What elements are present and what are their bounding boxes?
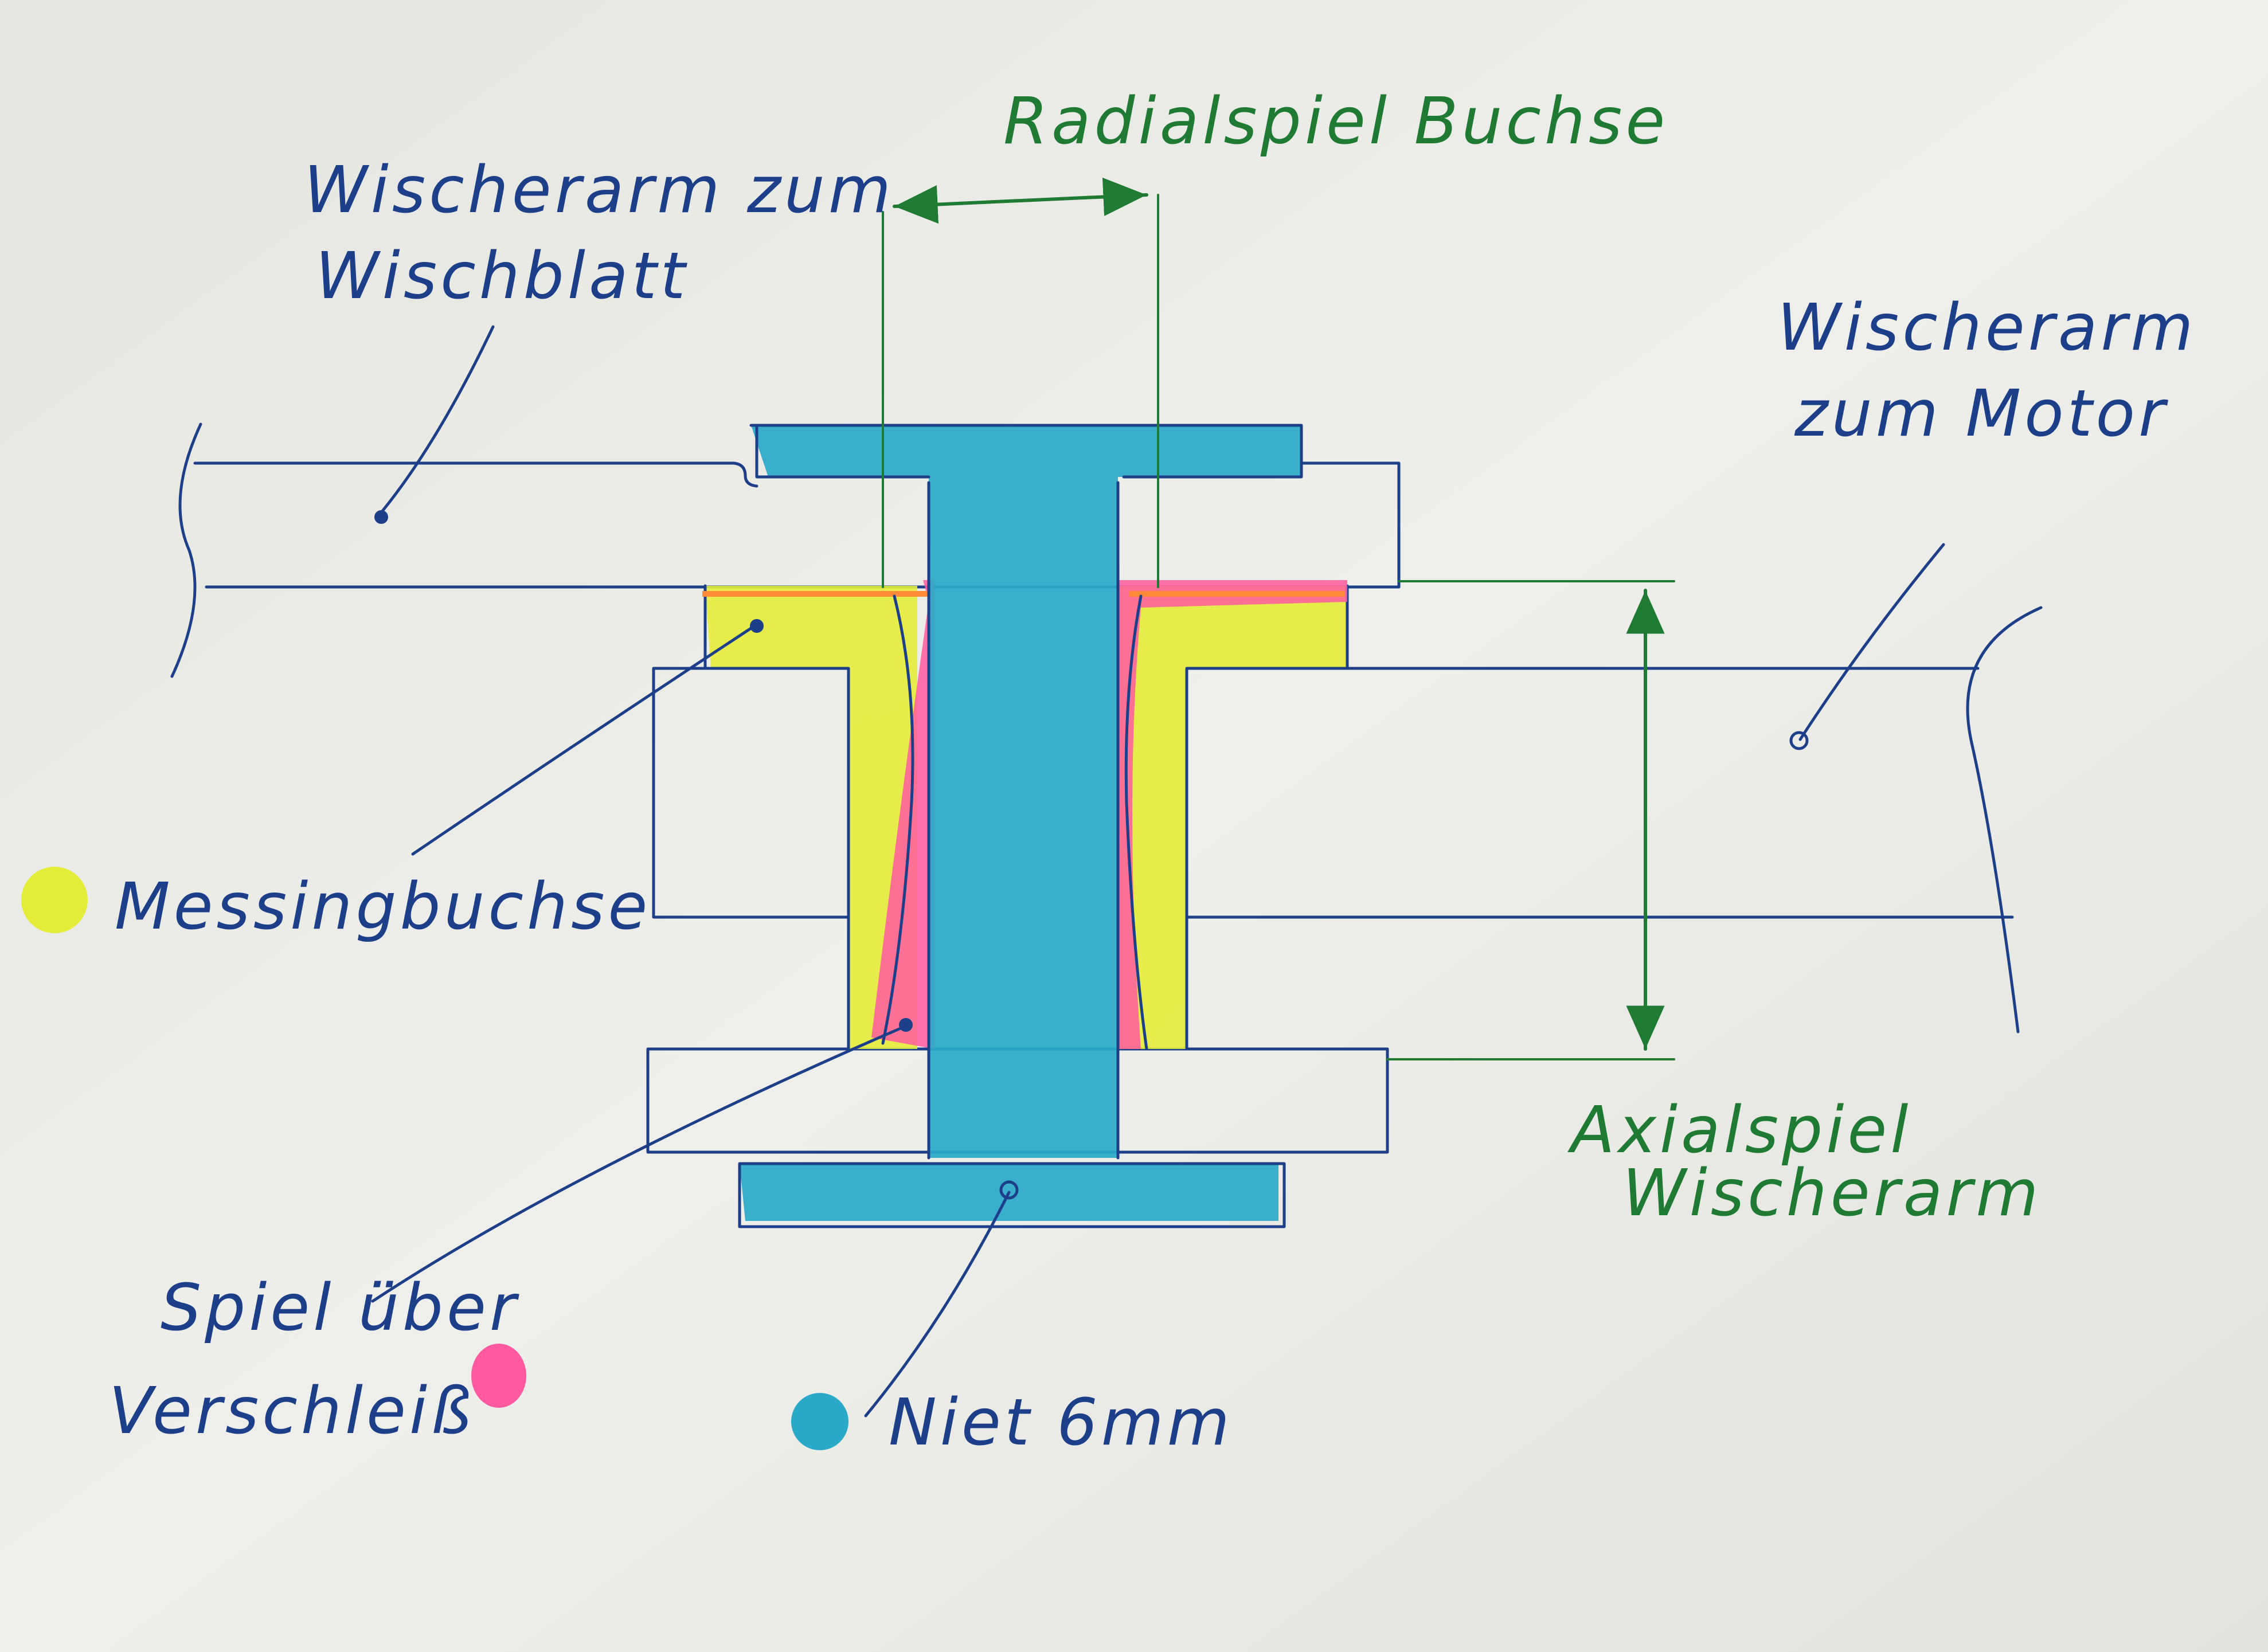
label-wiper-arm-motor-2: zum Motor	[1794, 377, 2168, 451]
label-wear-play-2: Verschleiß	[109, 1374, 475, 1449]
label-radialspiel: Radialspiel Buchse	[1003, 84, 1668, 159]
legend-dot-rivet	[791, 1393, 848, 1450]
label-wiper-arm-blade-2: Wischblatt	[315, 239, 689, 314]
pointer-dot	[374, 510, 388, 524]
legend-dot-wear	[471, 1344, 526, 1408]
legend-dot-brass	[21, 867, 88, 933]
brass-bushing	[703, 584, 1349, 1051]
pointer-dot	[750, 619, 764, 633]
radial-clearance-dimension	[882, 177, 1159, 588]
pointer-dot	[899, 1018, 913, 1032]
label-wiper-arm-blade-1: Wischerarm zum	[304, 153, 894, 228]
label-brass-bushing: Messingbuchse	[115, 870, 651, 944]
label-wiper-arm-motor-1: Wischerarm	[1777, 291, 2197, 365]
label-axialspiel-1: Axialspiel	[1567, 1093, 1911, 1168]
wear-zone	[699, 580, 1347, 1051]
pointer-dot	[1789, 731, 1809, 750]
rivet	[738, 424, 1303, 1228]
axial-clearance-dimension	[1386, 580, 1675, 1060]
label-rivet: Niet 6mm	[889, 1385, 1233, 1460]
label-wear-play-1: Spiel über	[161, 1271, 519, 1345]
label-axialspiel-2: Wischerarm	[1622, 1156, 2042, 1231]
pointer-dot	[999, 1180, 1019, 1200]
leader-lines	[371, 325, 1945, 1418]
